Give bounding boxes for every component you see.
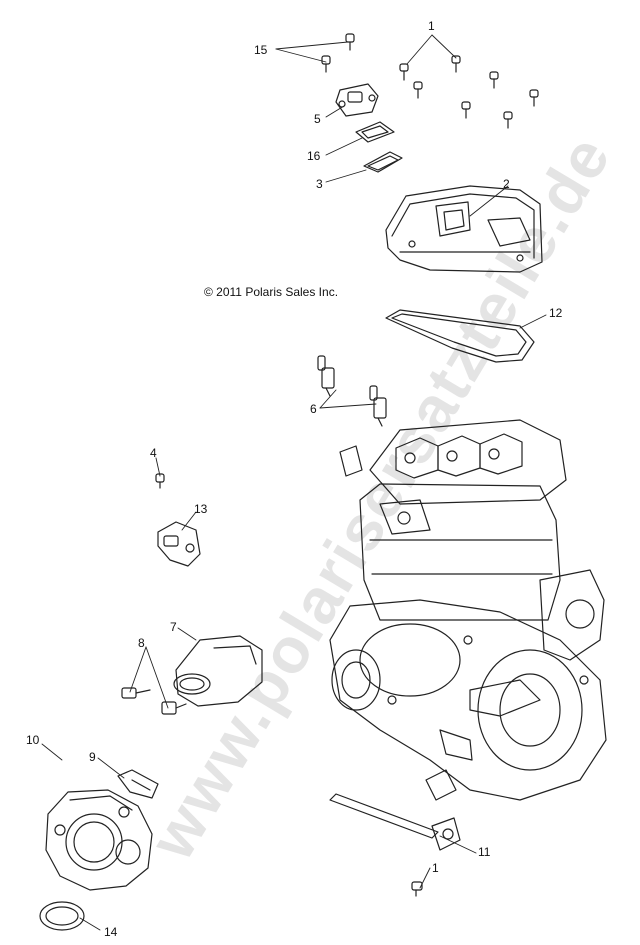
clamp-14 <box>39 901 85 931</box>
copyright-notice: © 2011 Polaris Sales Inc. <box>204 285 339 299</box>
part-5 <box>335 83 379 117</box>
bolt-15-b <box>321 55 331 73</box>
callout-7: 7 <box>170 620 177 634</box>
callout-12: 12 <box>549 306 563 320</box>
intake-7 <box>173 635 263 707</box>
bolt-15-a <box>345 33 355 51</box>
sensor-11 <box>329 793 461 851</box>
leader-lines <box>41 34 547 931</box>
callout-14: 14 <box>104 925 118 939</box>
spark-plug-6-b <box>369 385 387 427</box>
callout-5: 5 <box>314 112 321 126</box>
valve-cover-2 <box>385 185 543 273</box>
callout-13: 13 <box>194 502 208 516</box>
callout-8: 8 <box>138 636 145 650</box>
spark-plug-6-a <box>317 355 335 397</box>
screw-4 <box>155 473 165 489</box>
callout-15: 15 <box>254 43 268 57</box>
throttle-body-10 <box>45 789 153 891</box>
part-3 <box>363 151 403 173</box>
callout-9: 9 <box>89 750 96 764</box>
callout-11: 11 <box>478 845 491 859</box>
callout-6: 6 <box>310 402 317 416</box>
bolt-8-a <box>121 687 151 699</box>
callout-2: 2 <box>503 177 510 191</box>
gasket-12 <box>385 309 535 363</box>
callout-3: 3 <box>316 177 323 191</box>
sensor-13 <box>157 521 201 567</box>
engine-assembly <box>329 419 607 801</box>
callout-1-bottom: 1 <box>432 861 439 875</box>
callout-1-top: 1 <box>428 19 435 33</box>
callout-10: 10 <box>26 733 40 747</box>
gasket-16 <box>355 121 395 143</box>
callout-4: 4 <box>150 446 157 460</box>
bolt-1-group <box>399 55 539 129</box>
bolt-1-bottom <box>411 881 423 897</box>
callout-16: 16 <box>307 149 321 163</box>
part-9 <box>117 769 159 799</box>
bolt-8-b <box>161 701 187 715</box>
